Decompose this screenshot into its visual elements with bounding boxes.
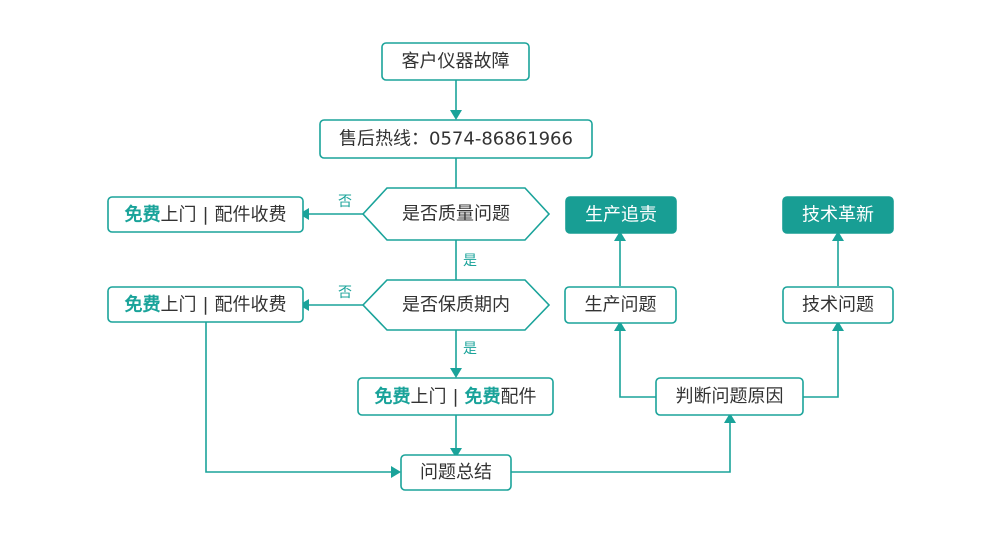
summary-box bbox=[400, 454, 512, 491]
edge-label-yes-quality: 是 bbox=[463, 253, 477, 269]
connectors bbox=[205, 80, 839, 473]
separator: | bbox=[202, 294, 208, 315]
node-free-service: 免费上门|免费配件 bbox=[357, 377, 554, 416]
node-paid-onsite-1: 免费上门 | 配件收费 bbox=[107, 196, 304, 233]
onsite-text: 上门 bbox=[410, 386, 446, 407]
tech-issue-label: 技术问题 bbox=[802, 295, 874, 316]
judge-cause-box bbox=[655, 377, 804, 416]
node-tech-issue: 技术问题 bbox=[782, 286, 894, 324]
production-trace-box bbox=[565, 196, 677, 234]
tech-innovation-label: 技术革新 bbox=[802, 205, 874, 226]
separator: | bbox=[452, 386, 458, 407]
production-issue-box bbox=[564, 286, 677, 324]
onsite-text: 上门 bbox=[160, 204, 196, 225]
free-highlight: 免费 bbox=[374, 385, 410, 407]
node-paid-onsite-2: 免费上门 | 配件收费 bbox=[107, 286, 304, 323]
arrowhead-left bbox=[299, 208, 309, 220]
arrowhead-up bbox=[614, 321, 626, 331]
free-highlight: 免费 bbox=[465, 385, 501, 407]
connector-judge-to-production bbox=[619, 331, 656, 398]
parts-fee-text: 配件收费 bbox=[215, 294, 287, 315]
parts-fee-text: 配件收费 bbox=[215, 204, 287, 225]
paid-onsite-1-box bbox=[107, 196, 304, 233]
connector-summary-to-judge bbox=[511, 423, 731, 473]
arrowhead-down bbox=[450, 368, 462, 378]
free-highlight: 免费 bbox=[124, 203, 160, 225]
production-trace-label: 生产追责 bbox=[585, 205, 657, 226]
arrowhead-down bbox=[450, 110, 462, 120]
paid-onsite-2-box bbox=[107, 286, 304, 323]
node-production-trace: 生产追责 bbox=[565, 196, 677, 234]
decision-quality-label: 是否质量问题 bbox=[402, 204, 510, 225]
node-production-issue: 生产问题 bbox=[564, 286, 677, 324]
free-highlight: 免费 bbox=[124, 293, 160, 315]
start-box bbox=[381, 42, 530, 81]
decision-quality: 是否质量问题 bbox=[361, 187, 551, 241]
judge-cause-label: 判断问题原因 bbox=[676, 386, 784, 407]
decision-quality-shape bbox=[361, 187, 551, 241]
summary-label: 问题总结 bbox=[420, 462, 492, 483]
edge-label-no-warranty: 否 bbox=[338, 285, 352, 301]
production-issue-label: 生产问题 bbox=[585, 295, 657, 316]
tech-issue-box bbox=[782, 286, 894, 324]
free-service-label: 免费上门|免费配件 bbox=[374, 385, 536, 407]
hotline-box bbox=[319, 119, 593, 159]
connector-judge-to-tech bbox=[803, 331, 839, 398]
arrowhead-up bbox=[832, 321, 844, 331]
decision-warranty-label: 是否保质期内 bbox=[402, 295, 510, 316]
node-hotline: 售后热线：0574-86861966 bbox=[319, 119, 593, 159]
decision-warranty-shape bbox=[361, 279, 551, 331]
node-summary: 问题总结 bbox=[400, 454, 512, 491]
paid-onsite-2-label: 免费上门 | 配件收费 bbox=[124, 293, 286, 315]
start-label: 客户仪器故障 bbox=[402, 51, 510, 72]
free-service-box bbox=[357, 377, 554, 416]
parts-text: 配件 bbox=[501, 386, 537, 407]
edge-label-no-quality: 否 bbox=[338, 194, 352, 210]
arrowhead-left bbox=[299, 299, 309, 311]
connector-paid-to-summary bbox=[205, 322, 391, 473]
separator: | bbox=[202, 204, 208, 225]
arrowhead-up bbox=[614, 231, 626, 241]
hotline-label: 售后热线：0574-86861966 bbox=[339, 129, 573, 150]
node-start: 客户仪器故障 bbox=[381, 42, 530, 81]
arrowhead-up bbox=[832, 231, 844, 241]
arrowhead-up bbox=[724, 413, 736, 423]
node-judge-cause: 判断问题原因 bbox=[655, 377, 804, 416]
node-tech-innovation: 技术革新 bbox=[782, 196, 894, 234]
onsite-text: 上门 bbox=[160, 294, 196, 315]
decision-warranty: 是否保质期内 bbox=[361, 279, 551, 331]
paid-onsite-1-label: 免费上门 | 配件收费 bbox=[124, 203, 286, 225]
arrowhead-down bbox=[450, 448, 462, 458]
tech-innovation-box bbox=[782, 196, 894, 234]
edge-label-yes-warranty: 是 bbox=[463, 341, 477, 357]
arrowhead-right bbox=[391, 466, 401, 478]
